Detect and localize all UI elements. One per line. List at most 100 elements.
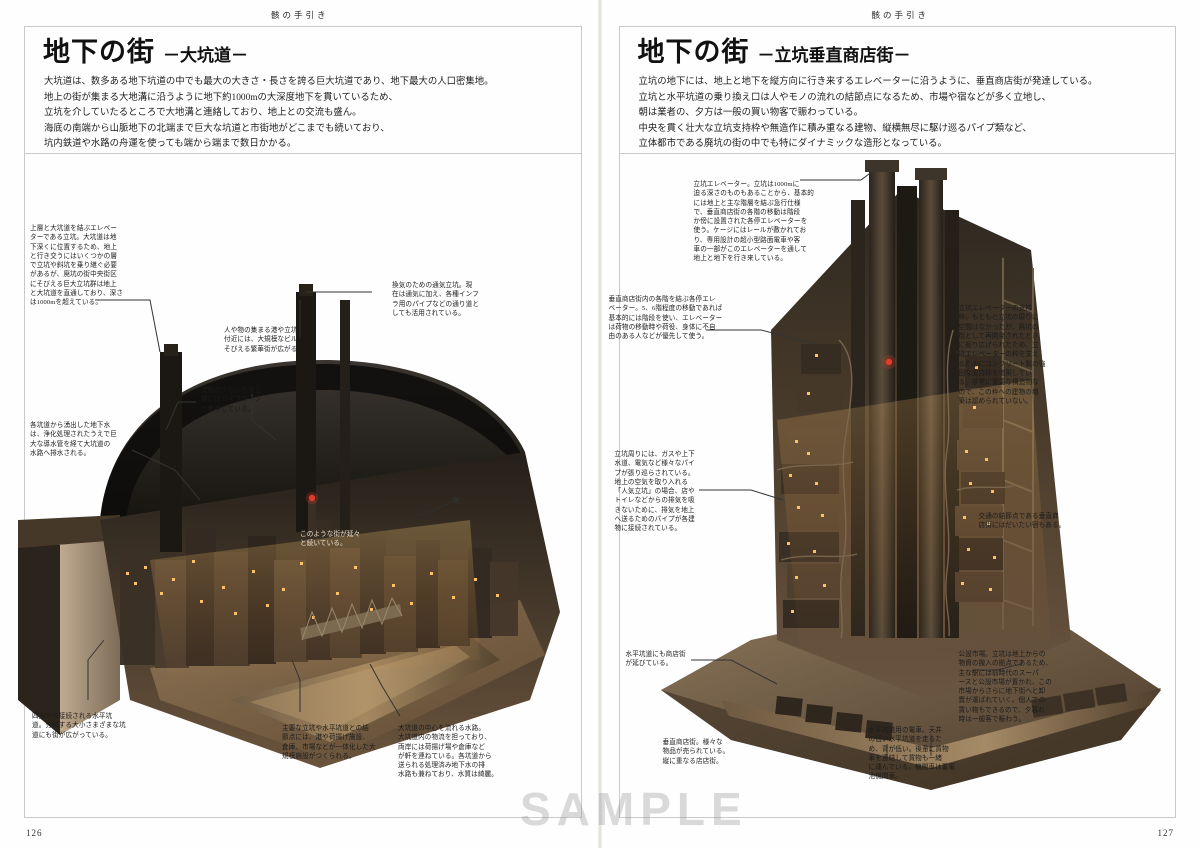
callout-market: 公設市場。立坑は地上からの 物資の搬入の拠点であるため、 主な駅には前時代のスー… [959, 650, 1063, 724]
callout-line: 地上と地下を行き来している。 [693, 255, 788, 263]
lede-line: 立坑を介していたるところで大地溝と連絡しており、地上との交流も盛ん。 [44, 108, 362, 118]
lede-line: 大坑道は、数多ある地下坑道の中でも最大の大きさ・長さを誇る巨大坑道であり、地下最… [44, 77, 494, 87]
callout-line: 建物の少ない坑道上 [201, 387, 262, 394]
callout-groundwater: 各坑道から湧出した地下水 は、浄化処理されたうえで巨 大な導水管を経て大坑道の … [30, 421, 128, 458]
callout-line: 交通の結節点である垂直商 [978, 513, 1059, 520]
callout-line: 節点には、港や荷揚げ施設、 [282, 734, 370, 742]
callout-vertical-shops: 垂直商店街。様々な 物品が売られている。 縦に重なる店店街。 [663, 738, 745, 766]
callout-line: 両岸には荷揚げ場や倉庫など [398, 743, 486, 751]
callout-local-elevator: 垂直商店街内の各階を結ぶ各停エレ ベーター。5、6階程度の移動であれば 基本的に… [609, 295, 739, 341]
callout-line: 立坑エレベーターの支持 [958, 305, 1033, 312]
page-subtitle: －大坑道－ [163, 46, 248, 65]
callout-line: と大坑道を直通しており、深さ [30, 290, 124, 298]
callout-city-extent: このような街が延々 と続いている。 [300, 530, 378, 549]
callout-line: 店街にはだいたい宿もある。 [978, 522, 1066, 530]
callout-line: 下深くに位置するため、地上 [30, 243, 118, 251]
callout-line: と続いている。 [300, 540, 347, 548]
callout-line: 買い物もできるので、夕暮れ [958, 706, 1045, 714]
callout-line: め、背が低い。後輩に貨物 [868, 745, 949, 753]
page-number-left: 126 [26, 828, 43, 838]
left-header-block: 地下の街 －大坑道－ 大坑道は、数多ある地下坑道の中でも最大の大きさ・長さを誇る… [25, 27, 581, 154]
callout-line: 付近には、大規模なビルの [224, 336, 305, 344]
callout-line: 水平坑道にも商店街 [625, 651, 686, 658]
callout-line: る。非常に重要な構造物な [958, 379, 1039, 387]
callout-line: 縦に重なる店店街。 [662, 757, 723, 765]
lede-line: 坑内鉄道や水路の舟運を使っても端から端まで数日かかる。 [44, 139, 297, 149]
callout-line: 車を連結して貨物も一緒 [868, 754, 942, 762]
right-page-frame: 地下の街 －立坑垂直商店街－ 立坑の地下には、地上と地下を縦方向に行き来するエレ… [618, 26, 1176, 818]
left-page-frame: 地下の街 －大坑道－ 大坑道は、数多ある地下坑道の中でも最大の大きさ・長さを誇る… [24, 26, 582, 818]
callout-pipeline: 建物の少ない坑道上 部にはパイプライン が集中している。 [201, 386, 287, 414]
lede-line: 立坑の地下には、地上と地下を縦方向に行き来するエレベーターに沿うように、垂直商店… [638, 77, 1098, 87]
left-illustration [18, 284, 560, 768]
callout-line: があるが、廃坑の街中央街区 [30, 271, 117, 279]
callout-line: は1000mを超えている。 [30, 299, 103, 307]
lede-line: 中央を貫く壮大な立坑支持枠や無造作に積み重なる建物、縦横無尽に駆け巡るパイプ類な… [638, 123, 1032, 134]
callout-line: 水平坑道用の電車。天井 [868, 727, 943, 734]
callout-line: ベーター。5、6階程度の移動であれば [608, 305, 723, 313]
callout-shaft-elevator: 立坑エレベーター。立坑は1000mに 迫る深さのものもあることから、基本的 には… [694, 180, 822, 264]
callout-line: か傍に設置された各停エレベーターを [693, 218, 808, 226]
callout-line: このような街が延々 [300, 531, 361, 538]
watermark-sample: SAMPLE [520, 783, 748, 835]
callout-line: 固な支持枠を増築してい [958, 370, 1032, 378]
callout-line: 由のある人などが優先して使う。 [608, 333, 709, 341]
right-leader-lines [690, 167, 1021, 760]
callout-line: は、浄化処理されたうえで巨 [30, 431, 117, 439]
callout-line: 立坑エレベーター。立坑は1000mに [693, 181, 800, 188]
callout-line: 換気のための通気立坑。現 [392, 282, 473, 289]
callout-line: 地上の空気を取り入れる [614, 478, 689, 486]
callout-line: は荷物の移動時や荷役、身体に不自 [608, 323, 716, 331]
callout-air-pipe: 立坑周りには、ガスや上下 水道、電気など様々なパイ プが張り巡らされている。 地… [615, 450, 719, 534]
callout-line: 主な駅には前時代のスーパ [958, 669, 1039, 677]
left-page: 骸の手引き 地下の街 －大坑道－ 大坑道は、数多ある地下坑道の中でも最大の大きさ… [18, 0, 601, 848]
lede-line: 地上の街が集まる大地溝に沿うように地下約1000mの大深度地下を貫いているため、 [44, 92, 398, 103]
lede-line: 朝は業者の、夕方は一般の買い物客で賑わっている。 [638, 108, 864, 118]
callout-line: ースと公設市場が置かれ、この [958, 678, 1052, 686]
callout-waterway: 大坑道の中心を流れる水路。 大坑道内の物流を担っており、 両岸には荷揚げ場や倉庫… [398, 724, 510, 780]
callout-line: 水道、電気など様々なパイ [614, 460, 695, 468]
callout-line: 送られる処理済み地下水の排 [398, 762, 486, 770]
callout-line: 規模施設がつくられる。 [282, 752, 356, 760]
callout-line: り、専用設計の超小型路面電車や客 [693, 236, 801, 244]
callout-line: プが張り巡らされている。 [614, 469, 695, 477]
book-gutter [598, 0, 602, 848]
callout-line: 坑エレベーターの枠を支え [958, 351, 1039, 359]
callout-line: 人や物の集まる港や立坑 [224, 327, 298, 334]
page-number-right: 127 [1157, 828, 1174, 838]
callout-line: ラ用のパイプなどの通り道と [392, 300, 480, 308]
callout-line: 各坑道から湧出した地下水 [30, 422, 111, 429]
callout-line: るためにコンクリート製の強 [958, 360, 1046, 368]
callout-elevator-shaft: 上層と大坑道を結ぶエレベー ターである立坑。大坑道は地 下深くに位置するため、地… [30, 224, 138, 308]
callout-downtown: 人や物の集まる港や立坑 付近には、大規模なビルの そびえる繁華街が広がる。 [224, 326, 336, 354]
running-head-right: 骸の手引き [871, 10, 929, 20]
left-lede: 大坑道は、数多ある地下坑道の中でも最大の大きさ・長さを誇る巨大坑道であり、地下最… [44, 75, 565, 153]
callout-line: 街として再開発されたとき [958, 332, 1039, 340]
callout-line: 大な導水管を経て大坑道の [30, 440, 111, 448]
callout-line: 物品が売られている。 [662, 748, 730, 756]
callout-line: そびえる繁華街が広がる。 [224, 345, 305, 353]
callout-line: きないために、排気を地上 [614, 506, 695, 514]
right-title-row: 地下の街 －立坑垂直商店街－ [638, 39, 1160, 66]
page-title: 地下の街 [43, 37, 155, 67]
callout-line: 道。分岐する大小さまざまな坑 [32, 722, 126, 730]
left-title-row: 地下の街 －大坑道－ [43, 39, 565, 66]
running-head-left: 骸の手引き [270, 10, 329, 20]
right-page: 骸の手引き 地下の街 －立坑垂直商店街－ 立坑の地下には、地上と地下を縦方向に行… [600, 0, 1200, 848]
callout-line: 市場からさらに地下街へと卸 [958, 688, 1046, 696]
callout-line: 公設市場。立坑は地上からの [958, 651, 1046, 658]
callout-line: しても活用されている。 [392, 309, 465, 317]
callout-line: が軒を連ねている。各坑道から [398, 752, 492, 760]
callout-line: 四方から接続される水平坑 [32, 713, 113, 720]
callout-line: ターである立坑。大坑道は地 [30, 234, 117, 242]
right-header-block: 地下の街 －立坑垂直商店街－ 立坑の地下には、地上と地下を縦方向に行き来するエレ… [619, 27, 1175, 154]
callout-line: 池機関車。 [868, 773, 902, 781]
callout-line: 水路も兼ねており、水質は綺麗。 [398, 771, 498, 779]
callout-line: が集中している。 [201, 405, 255, 413]
callout-line: 使う。ケージにはレールが敷かれてお [693, 227, 807, 235]
callout-line: が延びている。 [625, 660, 673, 668]
callout-line: 賣が運ばれていく。個人での [958, 697, 1046, 705]
page-title: 地下の街 [637, 37, 750, 67]
callout-line: 立坑周りには、ガスや上下 [614, 451, 695, 458]
page-subtitle: －立坑垂直商店街－ [757, 46, 911, 65]
